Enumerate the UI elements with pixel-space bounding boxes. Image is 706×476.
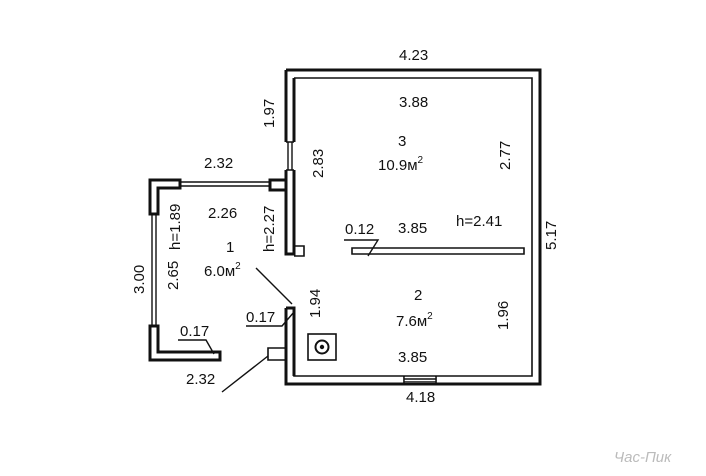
dim-partition-thickness: 0.12 <box>345 221 374 238</box>
door-thickness-leader <box>246 311 295 327</box>
room1-number: 1 <box>226 239 234 256</box>
dim-outer-right: 5.17 <box>543 221 560 250</box>
left-wall-middle <box>284 170 296 256</box>
stove-icon <box>307 333 337 361</box>
dim-room1-left: 2.65 <box>165 261 182 290</box>
height-room1: h=2.27 <box>261 206 278 252</box>
left-wall-lower-jamb <box>267 347 287 361</box>
porch-top-window <box>180 181 270 187</box>
porch-left-window <box>151 214 157 326</box>
dim-partition-length: 3.85 <box>398 220 427 237</box>
dim-porch-thickness: 0.17 <box>180 323 209 340</box>
dim-outer-bottom: 4.18 <box>406 389 435 406</box>
porch-top-right-jamb <box>268 178 288 192</box>
left-wall-upper <box>284 70 296 142</box>
room1-area: 6.0м2 <box>204 261 241 280</box>
height-house: h=2.41 <box>456 213 502 230</box>
left-wall-lower <box>286 306 296 376</box>
room3-area: 10.9м2 <box>378 155 424 174</box>
dim-left-upper: 1.97 <box>261 99 278 128</box>
porch-thickness-leader <box>178 339 215 355</box>
porch-top-wall <box>148 178 182 216</box>
dim-room3-left: 2.83 <box>310 149 327 178</box>
dim-room2-right: 1.96 <box>495 301 512 330</box>
dim-porch-top: 2.32 <box>204 155 233 172</box>
dim-room2-bottom: 3.85 <box>398 349 427 366</box>
dim-outer-top: 4.23 <box>399 47 428 64</box>
room3-number: 3 <box>398 133 406 150</box>
dim-door-thickness: 0.17 <box>246 309 275 326</box>
porch-walls <box>148 178 288 362</box>
bottom-window-gap <box>404 377 436 383</box>
room2-number: 2 <box>414 287 422 304</box>
interior-partition <box>351 247 525 255</box>
room2-area: 7.6м2 <box>396 311 433 330</box>
dim-room2-left: 1.94 <box>307 289 324 318</box>
door-jamb <box>294 245 305 257</box>
dim-porch-left: 3.00 <box>131 265 148 294</box>
main-house-walls <box>267 68 542 386</box>
left-wall-window <box>286 141 294 171</box>
dim-room3-top: 3.88 <box>399 94 428 111</box>
watermark: Час-Пик <box>614 449 672 466</box>
dim-room3-right: 2.77 <box>497 141 514 170</box>
bottom-window-lines <box>403 376 437 384</box>
room1-leader <box>255 267 293 305</box>
height-porch: h=1.89 <box>167 204 184 250</box>
dim-room1-top: 2.26 <box>208 205 237 222</box>
porch-bottom-leader <box>221 355 269 393</box>
dim-porch-bottom: 2.32 <box>186 371 215 388</box>
porch-bottom-wall <box>148 324 222 362</box>
partition-leader <box>344 239 380 257</box>
